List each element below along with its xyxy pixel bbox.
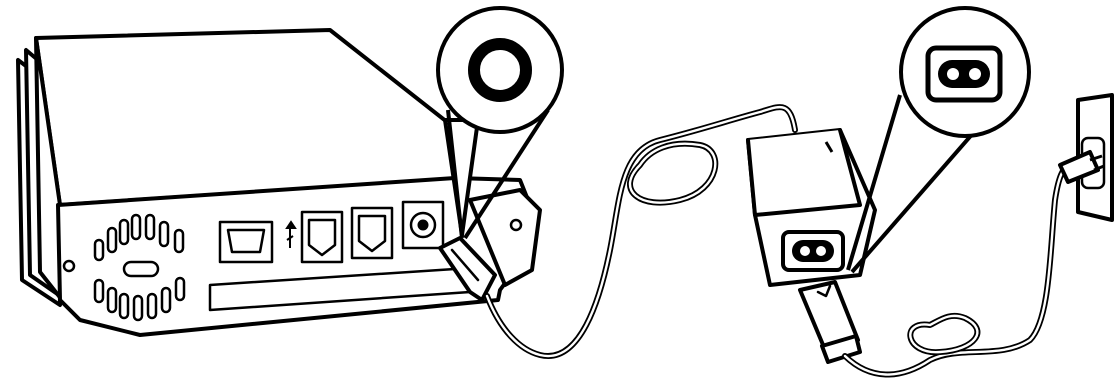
magnified-figure-8-callout <box>846 6 1031 274</box>
external-drive-icon <box>16 28 542 337</box>
vent-slots <box>93 213 186 322</box>
dc-power-jack-icon <box>401 200 445 250</box>
dc-cable <box>484 104 798 359</box>
figure-8-socket-icon <box>781 230 845 272</box>
usb-port-icon <box>218 220 297 264</box>
firewire-port-icon <box>300 206 394 264</box>
power-adapter-icon <box>746 128 877 287</box>
magnified-dc-jack-callout <box>436 6 564 240</box>
ac-power-cord-icon <box>798 157 1078 378</box>
wall-outlet-icon <box>1058 93 1114 222</box>
dc-plug-icon <box>438 236 497 302</box>
